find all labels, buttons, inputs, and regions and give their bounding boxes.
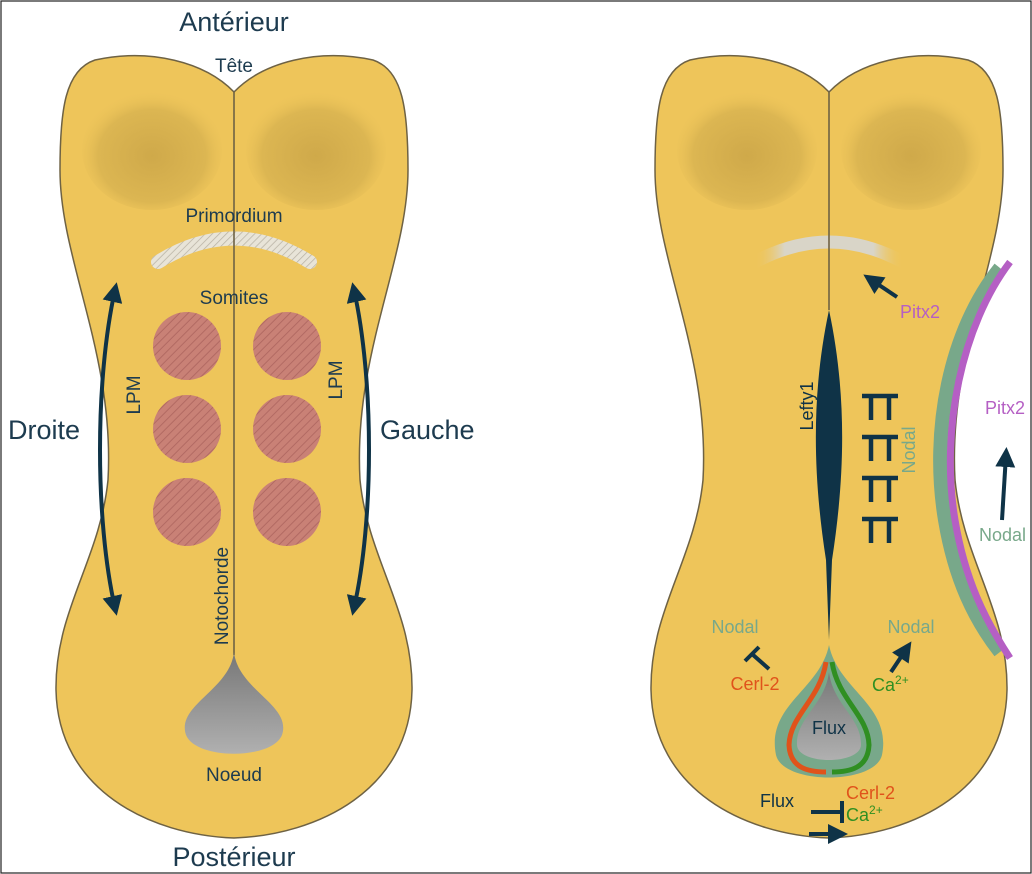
anterior-label: Antérieur bbox=[179, 7, 289, 37]
nodal-to-pitx2-arrow bbox=[1002, 455, 1006, 520]
primordium-label: Primordium bbox=[185, 206, 282, 227]
left-head-lobe-shade bbox=[677, 90, 817, 210]
left-embryo: Antérieur Tête Primordium Somites LPM LP… bbox=[8, 7, 475, 872]
notochord-label: Notochorde bbox=[212, 547, 233, 645]
right-side-label: Droite bbox=[8, 415, 80, 445]
lefty1-label: Lefty1 bbox=[797, 381, 817, 430]
node-label: Noeud bbox=[206, 765, 262, 786]
somites-label: Somites bbox=[200, 288, 269, 309]
pitx2-label-side: Pitx2 bbox=[985, 398, 1025, 418]
right-head-lobe-shade bbox=[246, 90, 386, 210]
somite bbox=[153, 478, 221, 546]
ca-bottom-text: Ca bbox=[846, 805, 870, 825]
cerl2-label-node: Cerl-2 bbox=[730, 674, 779, 694]
left-head-lobe-shade bbox=[82, 90, 222, 210]
ca-node-sup: 2+ bbox=[895, 673, 909, 687]
nodal-label-side: Nodal bbox=[979, 525, 1026, 545]
posterior-label: Postérieur bbox=[172, 842, 295, 872]
right-head-lobe-shade bbox=[841, 90, 981, 210]
somite bbox=[153, 312, 221, 380]
somite bbox=[253, 312, 321, 380]
nodal-label-inner: Nodal bbox=[899, 426, 919, 473]
right-embryo: Pitx2 Pitx2 Nodal Lefty1 Nodal Nodal Nod… bbox=[651, 56, 1026, 838]
left-side-label: Gauche bbox=[380, 415, 475, 445]
pitx2-label-top: Pitx2 bbox=[900, 302, 940, 322]
ca-bottom-sup: 2+ bbox=[869, 803, 883, 817]
flux-label-node: Flux bbox=[812, 718, 846, 738]
somite bbox=[253, 478, 321, 546]
head-label: Tête bbox=[215, 56, 253, 77]
lpm-label-left: LPM bbox=[326, 360, 347, 399]
lpm-label-right: LPM bbox=[124, 375, 145, 414]
nodal-label-node-right: Nodal bbox=[887, 617, 934, 637]
ca-node-text: Ca bbox=[872, 675, 896, 695]
flux-label-bottom: Flux bbox=[760, 791, 794, 811]
somite bbox=[253, 395, 321, 463]
somite bbox=[153, 395, 221, 463]
cerl2-label-bottom: Cerl-2 bbox=[846, 783, 895, 803]
nodal-label-node-left: Nodal bbox=[711, 617, 758, 637]
